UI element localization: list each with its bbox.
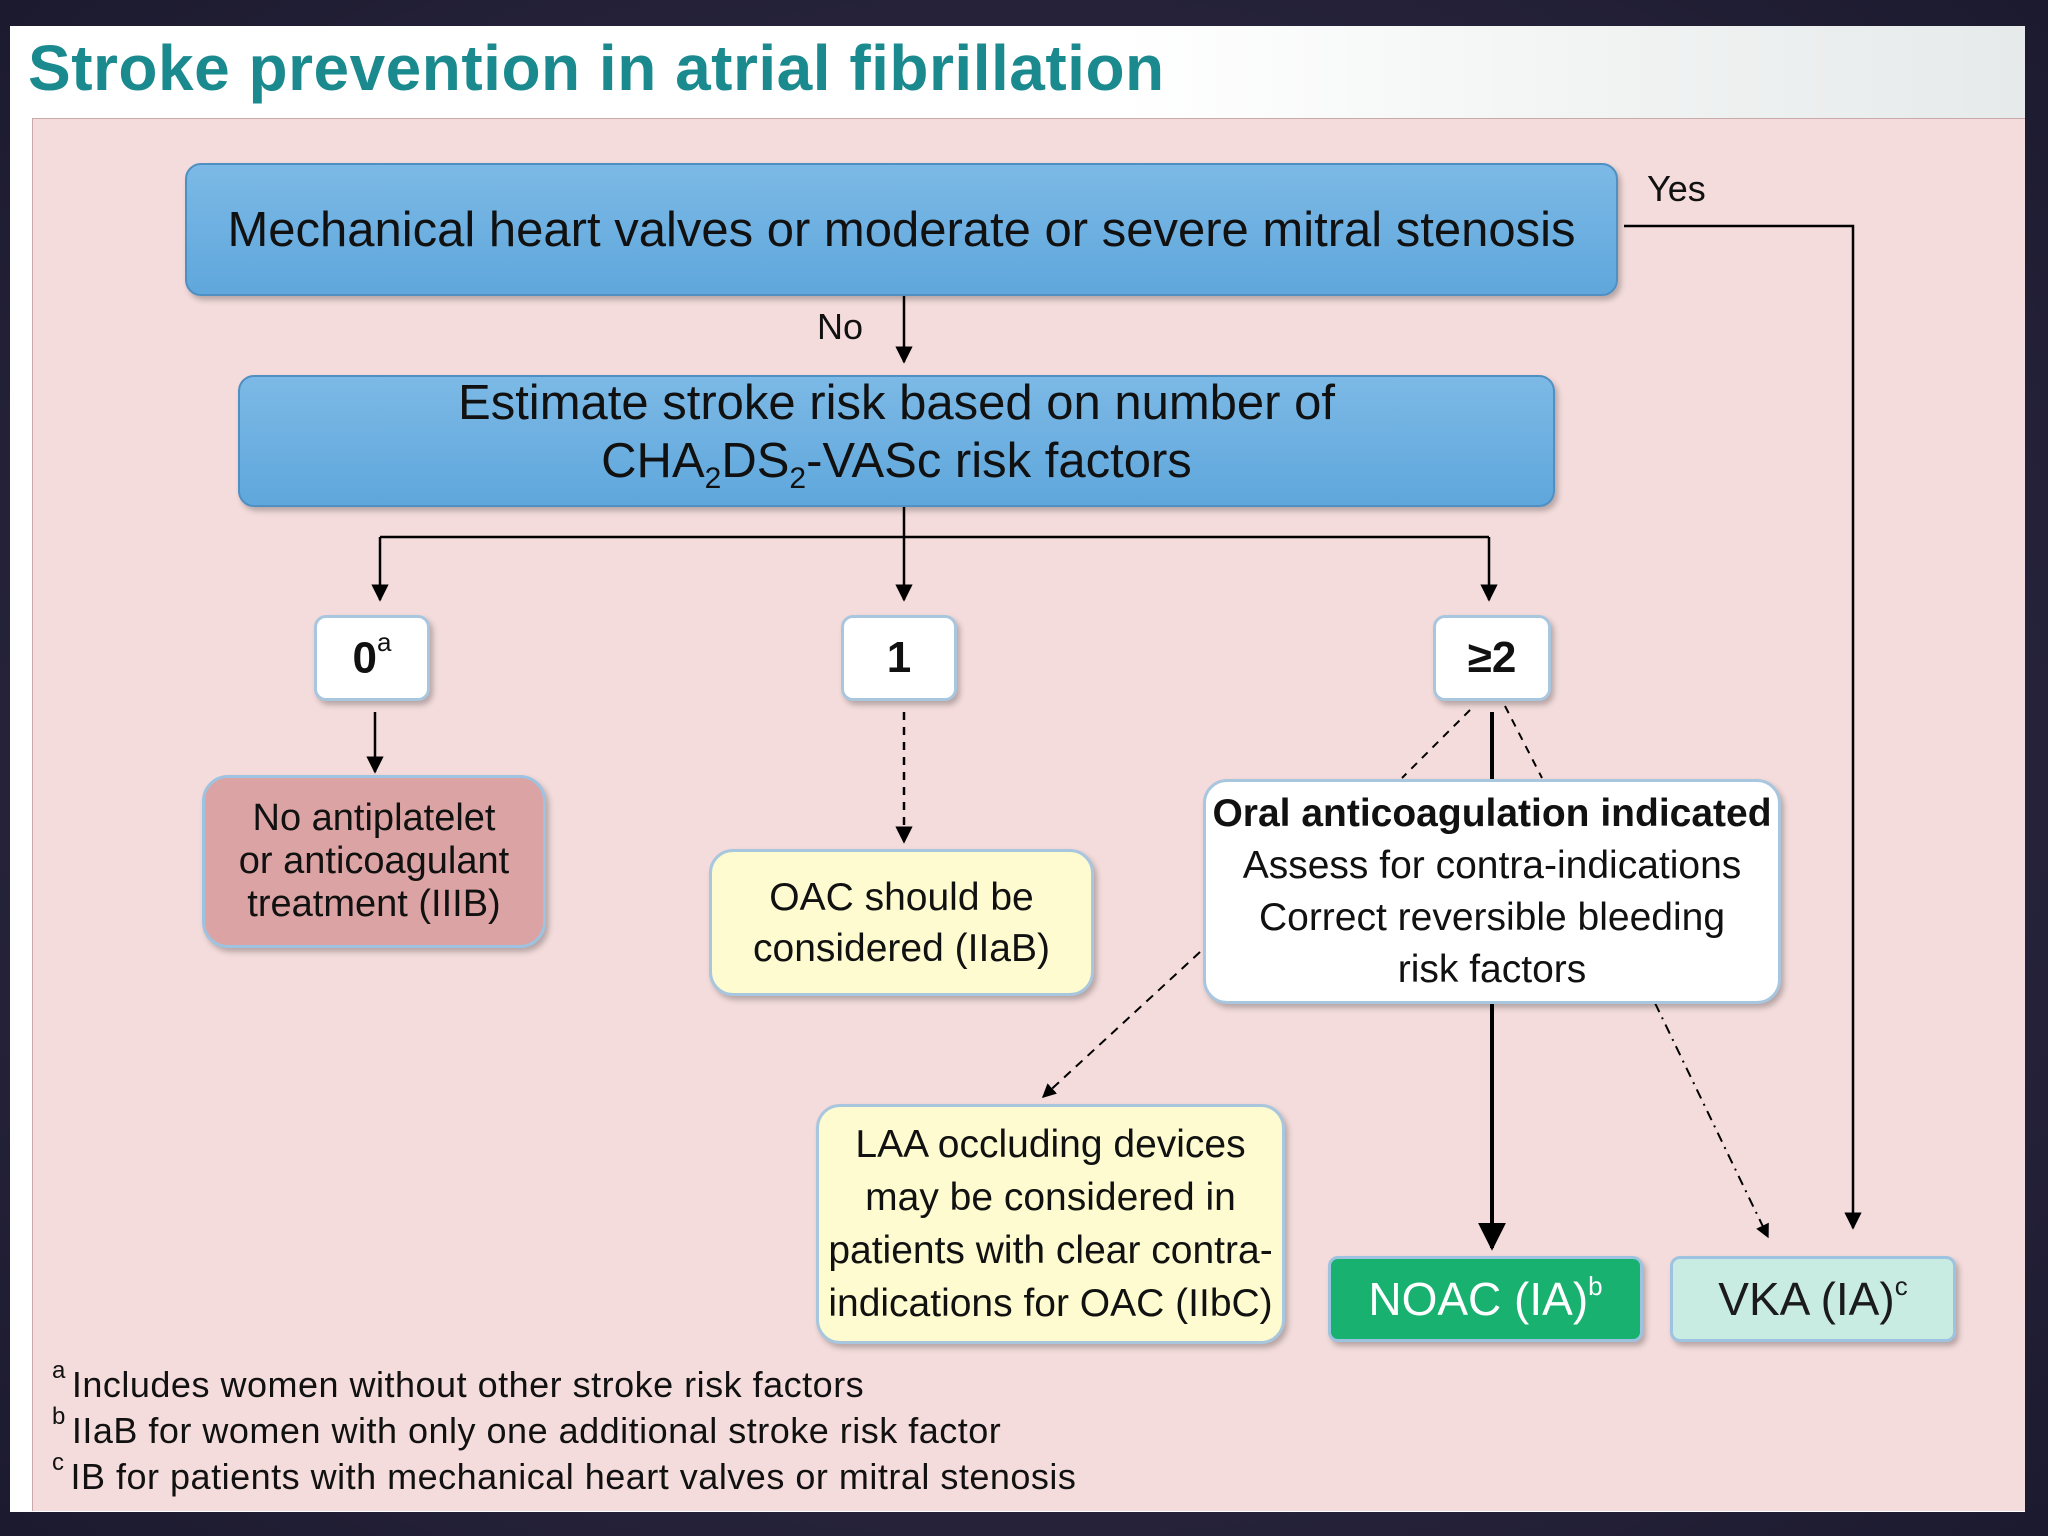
- node-risk-one: 1: [841, 615, 957, 701]
- edge-two-dash-left: [1401, 709, 1471, 779]
- node-risk-two: ≥2: [1433, 615, 1551, 701]
- edge-yes: [1624, 224, 1862, 1230]
- edge-oac-to-laa: [1041, 951, 1201, 1098]
- node-oac-indicated: Oral anticoagulation indicated Assess fo…: [1203, 779, 1781, 1004]
- title-band: [10, 26, 2025, 118]
- node-estimate-line2: CHA2DS2-VASc risk factors: [601, 434, 1192, 495]
- edge-label-yes: Yes: [1647, 168, 1706, 209]
- node-laa-devices: LAA occluding devices may be considered …: [816, 1104, 1285, 1344]
- node-risk-zero: 0a: [314, 615, 430, 701]
- node-mechanical-valves: Mechanical heart valves or moderate or s…: [185, 163, 1618, 296]
- node-oac-considered: OAC should be considered (IIaB): [709, 849, 1094, 996]
- node-mechanical-valves-text: Mechanical heart valves or moderate or s…: [227, 202, 1576, 257]
- node-estimate-line1: Estimate stroke risk based on number of: [458, 376, 1335, 431]
- edge-oac-to-vka: [1654, 1002, 1769, 1239]
- slide-title: Stroke prevention in atrial fibrillation: [28, 32, 1165, 104]
- node-no-treatment: No antiplatelet or anticoagulant treatme…: [202, 775, 546, 948]
- node-estimate-risk: Estimate stroke risk based on number of …: [238, 375, 1555, 507]
- node-noac: NOAC (IA)b: [1328, 1256, 1643, 1342]
- edge-label-no: No: [817, 306, 864, 347]
- edge-two-dash-right: [1504, 705, 1543, 779]
- node-vka: VKA (IA)c: [1670, 1256, 1956, 1342]
